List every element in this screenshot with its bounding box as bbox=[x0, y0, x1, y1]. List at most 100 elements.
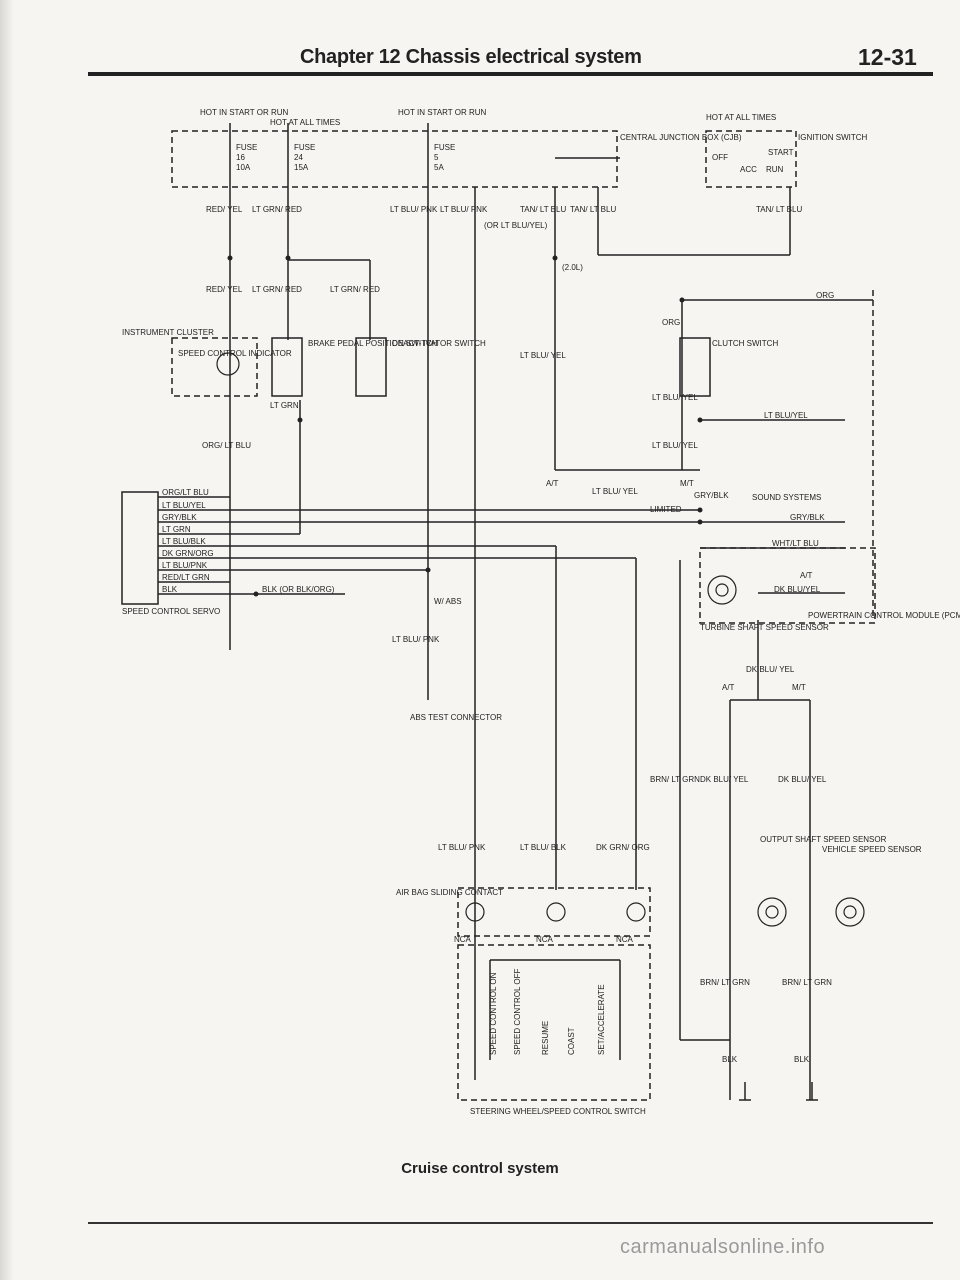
wire-label: ORG bbox=[662, 318, 680, 327]
figure-caption: Cruise control system bbox=[401, 1160, 559, 1177]
at-label: A/T bbox=[546, 479, 559, 488]
brake-switch-label: BRAKE PEDAL POSITION SWITCH bbox=[308, 339, 438, 348]
clutch-switch-label: CLUTCH SWITCH bbox=[712, 339, 778, 348]
contact-coil-3 bbox=[626, 902, 646, 922]
wire-label: LT GRN bbox=[270, 401, 299, 410]
wire-label: GRY/BLK bbox=[790, 513, 825, 522]
page-binding-shadow bbox=[0, 0, 14, 1280]
ignition-start: START bbox=[768, 148, 794, 157]
footer-rule bbox=[88, 1222, 933, 1224]
junction-dot bbox=[253, 591, 259, 597]
junction-dot bbox=[697, 417, 703, 423]
pcm-box bbox=[699, 547, 876, 624]
contact-coil-2 bbox=[546, 902, 566, 922]
wire-label: LT BLU/ YEL bbox=[652, 393, 698, 402]
wire-label: LT BLU/ PNK bbox=[390, 205, 438, 214]
cjb-box bbox=[171, 130, 618, 188]
wire-label: DK BLU/ YEL bbox=[778, 775, 827, 784]
wire-label: DK BLU/YEL bbox=[774, 585, 821, 594]
steering-switch-box bbox=[457, 944, 651, 1101]
wire-label: LT GRN/ RED bbox=[252, 205, 302, 214]
indicator-lamp bbox=[216, 352, 240, 376]
wire-label: LT BLU/YEL bbox=[764, 411, 808, 420]
contact-coil-1 bbox=[465, 902, 485, 922]
junction-dot bbox=[552, 255, 558, 261]
fuse-label: FUSE bbox=[434, 143, 455, 152]
junction-dot bbox=[425, 567, 431, 573]
header-rule bbox=[88, 72, 933, 76]
servo-pin-label: DK GRN/ORG bbox=[162, 549, 214, 558]
junction-dot bbox=[697, 507, 703, 513]
junction-dot bbox=[697, 519, 703, 525]
wire-label: LT BLU/ BLK bbox=[520, 843, 567, 852]
fuse-label: FUSE bbox=[294, 143, 315, 152]
wire-label: LT BLU/ PNK bbox=[440, 205, 488, 214]
hot-run-label-1: HOT IN START OR RUN bbox=[200, 108, 289, 117]
wire-label: ORG bbox=[816, 291, 834, 300]
at-label: A/T bbox=[800, 571, 813, 580]
wire-label: TAN/ LT BLU bbox=[570, 205, 616, 214]
ignition-acc: ACC bbox=[740, 165, 757, 174]
wire-label: DK BLU/ YEL bbox=[746, 665, 795, 674]
servo-pin-label: BLK bbox=[162, 585, 178, 594]
chapter-title: Chapter 12 Chassis electrical system bbox=[300, 46, 642, 68]
sound-systems-label: SOUND SYSTEMS bbox=[752, 493, 821, 502]
deactivator-label: DEACT- IVATOR SWITCH bbox=[392, 339, 486, 348]
brake-switch-box bbox=[271, 337, 303, 397]
junction-dot bbox=[679, 297, 685, 303]
nca-label: NCA bbox=[616, 935, 634, 944]
wire-label: BRN/ LT GRN bbox=[650, 775, 700, 784]
engine-label: (2.0L) bbox=[562, 263, 583, 272]
limited-label: LIMITED bbox=[650, 505, 682, 514]
junction-dot bbox=[227, 255, 233, 261]
steering-switch-label: RESUME bbox=[541, 1021, 550, 1055]
servo-pin-label: LT BLU/BLK bbox=[162, 537, 206, 546]
hot-all-right-label: HOT AT ALL TIMES bbox=[706, 113, 776, 122]
steering-switch-label: SPEED CONTROL ON bbox=[489, 972, 498, 1055]
wire-label: TAN/ LT BLU bbox=[520, 205, 566, 214]
air-bag-contact-label: AIR BAG SLIDING CONTACT bbox=[396, 888, 503, 897]
air-bag-contact-box bbox=[457, 887, 651, 937]
wires bbox=[121, 123, 876, 1101]
servo-pin-label: ORG/LT BLU bbox=[162, 488, 209, 497]
wire-label: LT BLU/ PNK bbox=[438, 843, 486, 852]
servo-pin-label: RED/LT GRN bbox=[162, 573, 210, 582]
fuse-label: FUSE bbox=[236, 143, 257, 152]
steering-switch-label: SET/ACCELERATE bbox=[597, 984, 606, 1055]
wire-label: GRY/BLK bbox=[694, 491, 729, 500]
speed-control-indicator-label: SPEED CONTROL INDICATOR bbox=[178, 349, 292, 358]
wire-label: BLK bbox=[794, 1055, 810, 1064]
cjb-label: CENTRAL JUNCTION BOX (CJB) bbox=[620, 133, 742, 142]
wire-label: DK GRN/ ORG bbox=[596, 843, 650, 852]
wire-label: BLK (OR BLK/ORG) bbox=[262, 585, 335, 594]
fuse-num: 5 bbox=[434, 153, 439, 162]
wire-label: BRN/ LT GRN bbox=[782, 978, 832, 987]
ignition-run: RUN bbox=[766, 165, 784, 174]
wire-label: LT BLU/ PNK bbox=[392, 635, 440, 644]
turbine-sensor-core bbox=[715, 583, 729, 597]
pcm-label: POWERTRAIN CONTROL MODULE (PCM) bbox=[808, 611, 960, 620]
steering-switch-label: COAST bbox=[567, 1027, 576, 1055]
servo-pin-label: LT BLU/PNK bbox=[162, 561, 208, 570]
hot-all-label: HOT AT ALL TIMES bbox=[270, 118, 340, 127]
wire-label: (OR LT BLU/YEL) bbox=[484, 221, 548, 230]
servo-pin-label: LT GRN bbox=[162, 525, 191, 534]
instrument-cluster-label: INSTRUMENT CLUSTER bbox=[122, 328, 214, 337]
watermark: carmanualsonline.info bbox=[620, 1236, 826, 1258]
deactivator-switch-box bbox=[355, 337, 387, 397]
wire-label: RED/ YEL bbox=[206, 285, 243, 294]
sensor-symbols bbox=[216, 352, 865, 927]
nca-label: NCA bbox=[454, 935, 472, 944]
fuse-amps: 10A bbox=[236, 163, 251, 172]
page-number: 12-31 bbox=[858, 44, 917, 70]
ignition-title: IGNITION SWITCH bbox=[798, 133, 868, 142]
wire-label: WHT/LT BLU bbox=[772, 539, 819, 548]
mt-label: M/T bbox=[792, 683, 806, 692]
wire-label: LT GRN/ RED bbox=[252, 285, 302, 294]
wire-label: TAN/ LT BLU bbox=[756, 205, 802, 214]
diagram-labels: HOT IN START OR RUN HOT AT ALL TIMES HOT… bbox=[122, 108, 960, 1116]
ignition-off: OFF bbox=[712, 153, 728, 162]
servo-pin-label: LT BLU/YEL bbox=[162, 501, 206, 510]
fuse-num: 16 bbox=[236, 153, 245, 162]
